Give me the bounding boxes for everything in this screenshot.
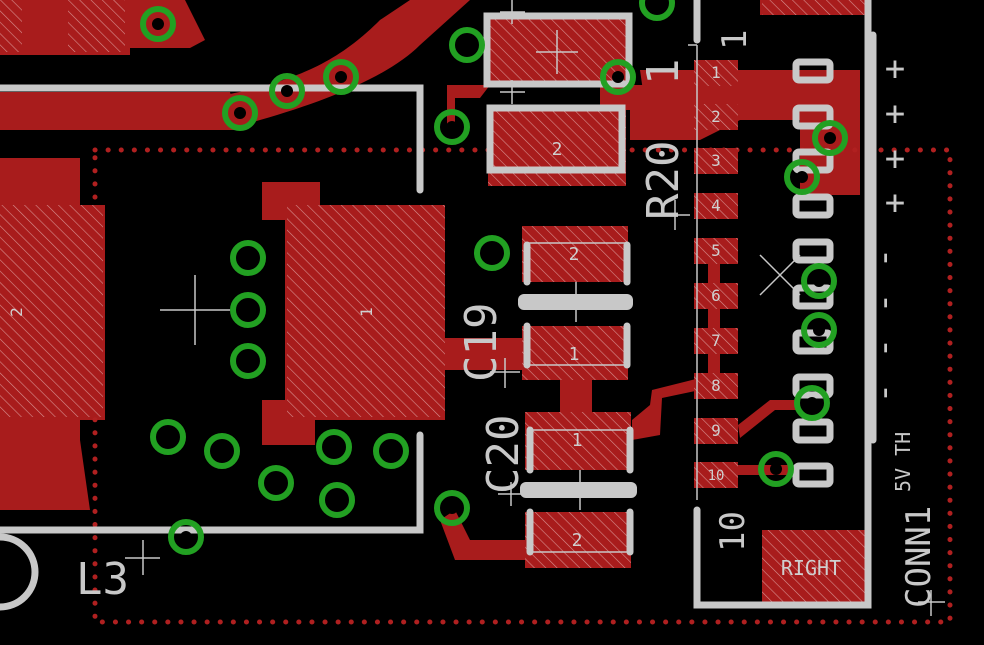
via xyxy=(801,263,837,299)
silkscreen-layer xyxy=(0,0,945,616)
via xyxy=(794,385,830,421)
conn1-marker-plus: + xyxy=(885,139,905,179)
vias-layer xyxy=(140,0,848,555)
conn1-pad-2-label: 2 xyxy=(711,107,721,126)
via xyxy=(140,6,176,42)
conn1-pin-end-label: 10 xyxy=(713,511,753,552)
conn1-marker-minus: - xyxy=(864,383,904,403)
via xyxy=(204,433,240,469)
via xyxy=(150,419,186,455)
conn1-pad-labels: 1 2 3 4 5 6 7 8 9 10 xyxy=(708,63,725,484)
conn1-marker-plus: + xyxy=(885,94,905,134)
via xyxy=(474,235,510,271)
r20-designator: R20 xyxy=(638,141,689,220)
c19-pin1-label: 1 xyxy=(569,344,580,365)
via xyxy=(784,159,820,195)
conn1-marker-minus: - xyxy=(864,248,904,268)
conn1-pad-3-label: 3 xyxy=(711,151,721,170)
c19-pad-1 xyxy=(522,326,628,380)
conn1-pad-4-label: 4 xyxy=(711,196,721,215)
r20-pin1-designator: 1 xyxy=(638,59,689,86)
conn1-pad-6-label: 6 xyxy=(711,286,721,305)
via xyxy=(316,429,352,465)
via xyxy=(222,95,258,131)
via xyxy=(758,451,794,487)
conn1-pad-8-label: 8 xyxy=(711,376,721,395)
conn1-right-pad-label: RIGHT xyxy=(781,556,841,580)
via xyxy=(373,433,409,469)
r20-pin2-label: 2 xyxy=(552,139,563,160)
conn1-marker-minus: - xyxy=(864,293,904,313)
l3-pad-1 xyxy=(287,205,445,417)
via xyxy=(230,240,266,276)
c20-designator: C20 xyxy=(478,415,529,494)
via xyxy=(449,27,485,63)
via xyxy=(801,312,837,348)
via xyxy=(258,465,294,501)
conn1-polarity-markers: ++++---- xyxy=(864,49,905,403)
conn1-pad-5-label: 5 xyxy=(711,241,721,260)
conn1-designator: CONN1 xyxy=(899,506,939,608)
l3-pin2-label: 2 xyxy=(7,307,26,317)
l3-pin1-label: 1 xyxy=(357,307,376,317)
conn1-marker-plus: + xyxy=(885,49,905,89)
conn1-marker-minus: - xyxy=(864,338,904,358)
conn1-marker-plus: + xyxy=(885,183,905,223)
c20-pad-1 xyxy=(525,412,631,470)
via xyxy=(168,519,204,555)
r20-pad-1 xyxy=(490,14,628,84)
conn1-pad-9-label: 9 xyxy=(711,421,721,440)
labels-layer: 2 1 2 2 1 1 2 R20 1 C19 C20 L3 1 10 CONN… xyxy=(7,30,939,608)
c20-pin2-label: 2 xyxy=(572,530,583,551)
conn1-pad-1-label: 1 xyxy=(711,63,721,82)
c20-pad-2 xyxy=(525,512,631,568)
c20-pin1-label: 1 xyxy=(572,430,583,451)
pads-layer xyxy=(0,0,867,605)
via xyxy=(230,292,266,328)
via xyxy=(269,73,305,109)
conn1-pad-7-label: 7 xyxy=(711,331,721,350)
via xyxy=(434,109,470,145)
via xyxy=(323,59,359,95)
l3-designator: L3 xyxy=(76,554,129,605)
c19-designator: C19 xyxy=(456,303,507,382)
c19-pad-2 xyxy=(522,226,628,282)
via xyxy=(319,482,355,518)
conn1-pin-start-label: 1 xyxy=(715,30,755,50)
via xyxy=(639,0,675,21)
conn1-pad-10-label: 10 xyxy=(708,468,725,484)
conn1-value: 5V TH xyxy=(891,432,915,492)
via xyxy=(434,490,470,526)
via xyxy=(812,120,848,156)
via xyxy=(600,59,636,95)
l3-pad-2 xyxy=(0,205,103,417)
c19-pin2-label: 2 xyxy=(569,244,580,265)
via xyxy=(230,343,266,379)
